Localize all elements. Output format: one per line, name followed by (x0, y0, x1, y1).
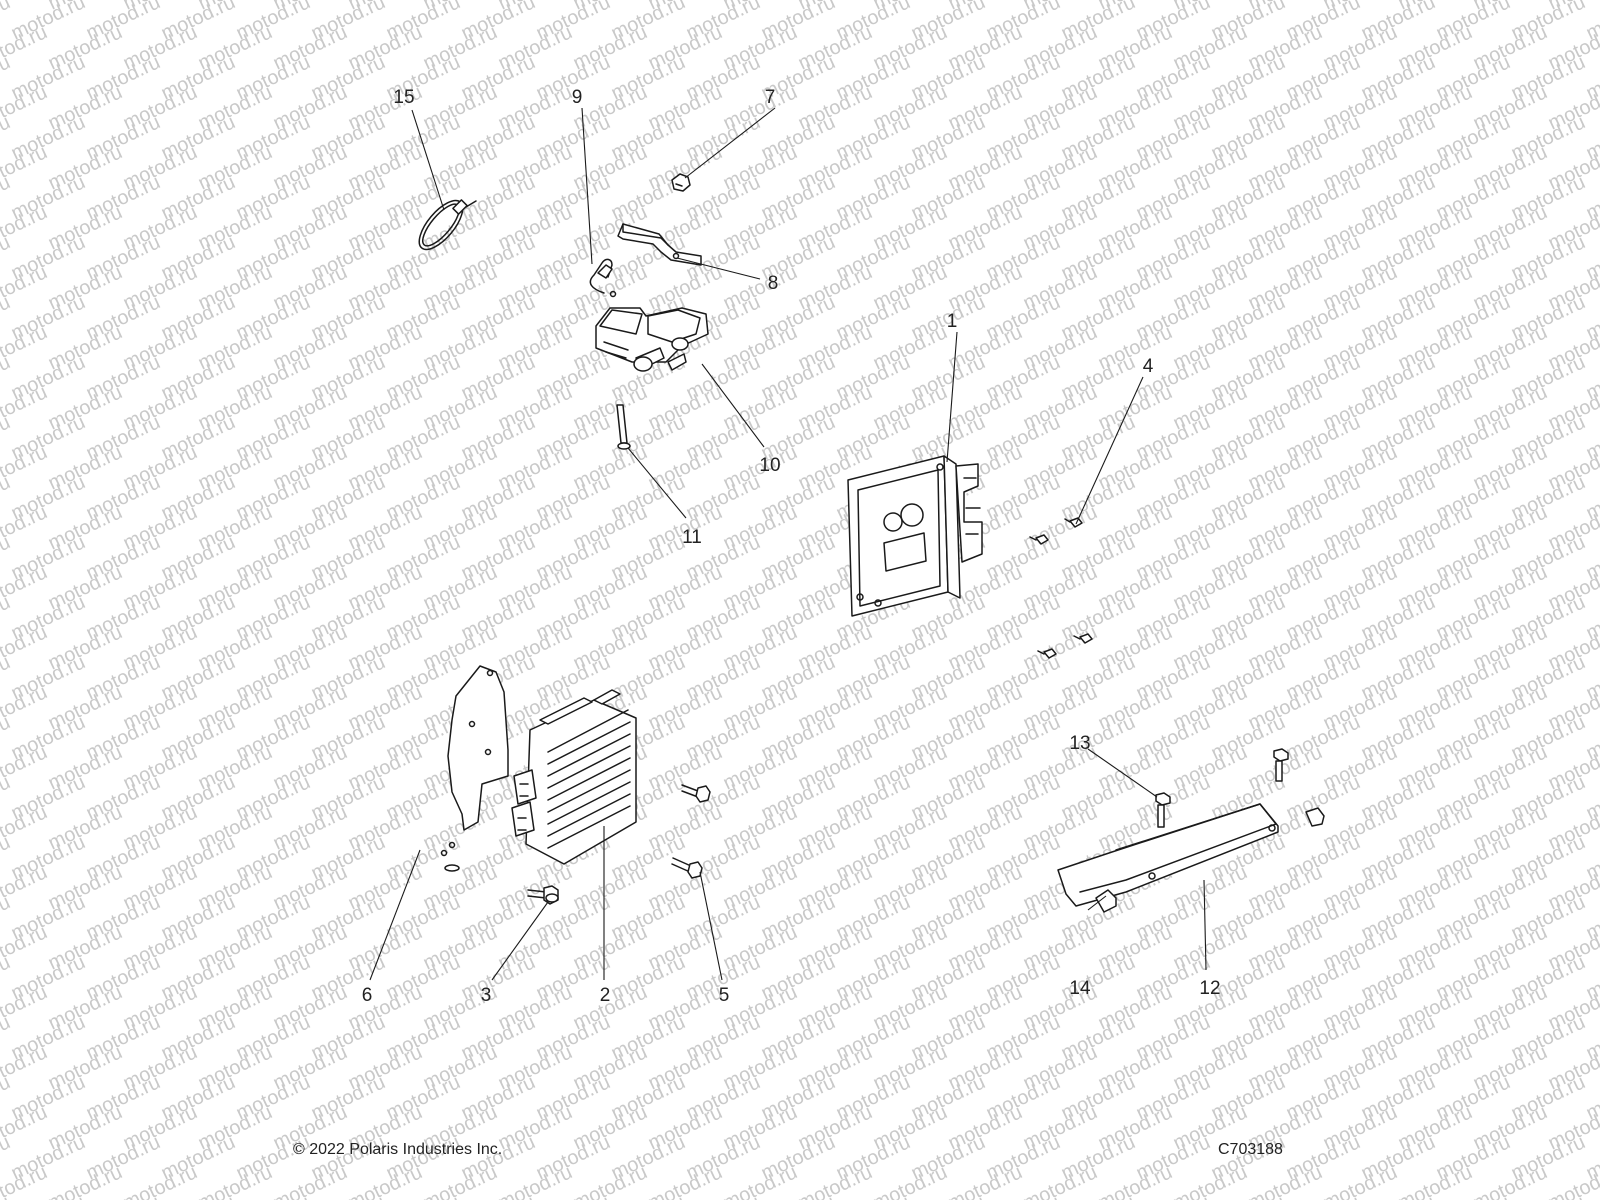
ignition-coil-part (595, 307, 709, 372)
plate-clips-part (1095, 807, 1325, 913)
coil-bolt-part (616, 404, 631, 450)
callout-1: 1 (947, 311, 958, 332)
ground-wire-part (589, 258, 617, 298)
callout-15: 15 (393, 87, 414, 108)
copyright-notice: © 2022 Polaris Industries Inc. (293, 1141, 503, 1158)
callout-4: 4 (1143, 356, 1154, 377)
callout-10: 10 (759, 455, 780, 476)
callout-3: 3 (481, 985, 492, 1006)
callout-12: 12 (1199, 978, 1220, 999)
cable-tie-part (418, 199, 477, 251)
callout-13: 13 (1069, 733, 1090, 754)
diagram-code: C703188 (1218, 1141, 1283, 1158)
leader-lines (369, 107, 1207, 981)
callout-5: 5 (719, 985, 730, 1006)
callout-9: 9 (572, 87, 583, 108)
bracket-part (617, 223, 702, 266)
ecu-part (847, 455, 983, 617)
regulator-bolts-part (527, 784, 711, 905)
callout-14: 14 (1069, 978, 1091, 999)
heat-shield-bracket-part (440, 665, 509, 872)
callout-labels: 1 2 3 4 5 6 7 8 9 10 11 12 13 14 15 (362, 87, 1221, 1006)
callout-6: 6 (362, 985, 373, 1006)
callout-2: 2 (600, 985, 611, 1006)
callout-8: 8 (768, 273, 779, 294)
plate-bolts-part (1155, 748, 1289, 828)
callout-11: 11 (682, 527, 702, 548)
mounting-plate-part (1057, 803, 1279, 907)
callout-7: 7 (765, 87, 776, 108)
voltage-regulator-part (511, 689, 637, 865)
ecu-screws-part (1029, 517, 1093, 659)
